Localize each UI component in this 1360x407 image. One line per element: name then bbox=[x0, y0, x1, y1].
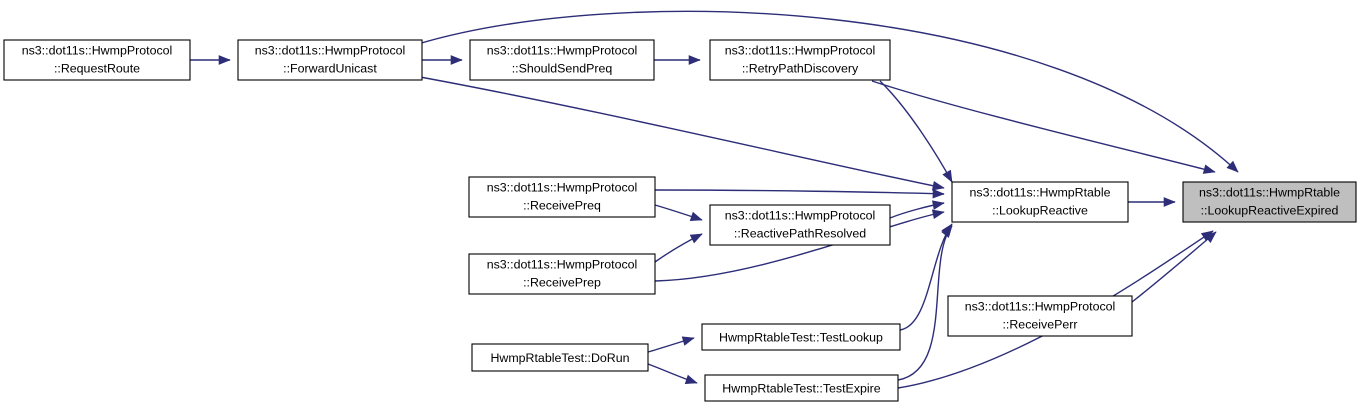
node-label-lookupreactiveexpired-line2: ::LookupReactiveExpired bbox=[1201, 203, 1339, 217]
edge-retrypathdiscovery-to-lookupreactive bbox=[879, 80, 953, 183]
node-label-retrypathdiscovery-line2: ::RetryPathDiscovery bbox=[742, 61, 859, 75]
arrowhead-reactivepathresolved-to-lookupreactive bbox=[932, 200, 945, 210]
node-reactivepathresolved[interactable]: ns3::dot11s::HwmpProtocol::ReactivePathR… bbox=[709, 204, 891, 246]
edge-receiveperr-to-lookupreactiveexpired bbox=[1131, 231, 1217, 303]
node-label-receiveperr-line1: ns3::dot11s::HwmpProtocol bbox=[965, 299, 1116, 313]
node-box-dorun[interactable] bbox=[471, 343, 649, 372]
node-box-reactivepathresolved[interactable] bbox=[709, 204, 891, 246]
arrowhead-receivepreq-to-reactivepathresolved bbox=[689, 211, 703, 222]
node-forwardunicast[interactable]: ns3::dot11s::HwmpProtocol::ForwardUnicas… bbox=[237, 39, 423, 81]
arrowhead-dorun-to-testexpire bbox=[684, 374, 698, 385]
node-label-forwardunicast-line2: ::ForwardUnicast bbox=[283, 61, 377, 75]
node-box-requestroute[interactable] bbox=[3, 39, 191, 81]
node-receiveprep[interactable]: ns3::dot11s::HwmpProtocol::ReceivePrep bbox=[468, 253, 656, 295]
node-testlookup[interactable]: HwmpRtableTest::TestLookup bbox=[701, 323, 901, 351]
arrowhead-testexpire-to-lookupreactive bbox=[941, 225, 953, 238]
edge-receivepreq-to-lookupreactive bbox=[654, 189, 945, 195]
node-label-receiveperr-line2: ::ReceivePerr bbox=[1002, 317, 1077, 331]
node-box-retrypathdiscovery[interactable] bbox=[709, 39, 891, 81]
arrowhead-forwardunicast-to-lookupreactiveexpired bbox=[1226, 160, 1239, 173]
node-label-reactivepathresolved-line1: ns3::dot11s::HwmpProtocol bbox=[725, 208, 876, 222]
node-label-receivepreq-line1: ns3::dot11s::HwmpProtocol bbox=[487, 180, 638, 194]
edge-retrypathdiscovery-to-lookupreactiveexpired bbox=[871, 80, 1216, 173]
arrowhead-retrypathdiscovery-to-lookupreactiveexpired bbox=[1202, 164, 1216, 174]
node-box-shouldsendpreq[interactable] bbox=[469, 39, 655, 81]
node-layer: ns3::dot11s::HwmpProtocol::RequestRouten… bbox=[3, 39, 1357, 402]
node-label-dorun: HwmpRtableTest::DoRun bbox=[490, 351, 629, 365]
node-label-receiveprep-line1: ns3::dot11s::HwmpProtocol bbox=[487, 257, 638, 271]
arrowhead-receivepreq-to-lookupreactive bbox=[932, 188, 945, 199]
node-box-receiveprep[interactable] bbox=[468, 253, 656, 295]
arrowhead-retrypathdiscovery-to-lookupreactive bbox=[942, 169, 953, 183]
edge-layer bbox=[190, 10, 1239, 389]
arrowhead-dorun-to-testlookup bbox=[681, 336, 695, 346]
node-box-receivepreq[interactable] bbox=[468, 176, 656, 218]
node-label-receiveprep-line2: ::ReceivePrep bbox=[523, 275, 601, 289]
arrowhead-forwardunicast-to-lookupreactive bbox=[931, 181, 945, 191]
node-requestroute[interactable]: ns3::dot11s::HwmpProtocol::RequestRoute bbox=[3, 39, 191, 81]
node-receivepreq[interactable]: ns3::dot11s::HwmpProtocol::ReceivePreq bbox=[468, 176, 656, 218]
node-label-receivepreq-line2: ::ReceivePreq bbox=[523, 198, 601, 212]
node-dorun[interactable]: HwmpRtableTest::DoRun bbox=[471, 343, 649, 372]
node-label-lookupreactiveexpired-line1: ns3::dot11s::HwmpRtable bbox=[1199, 185, 1340, 199]
node-shouldsendpreq[interactable]: ns3::dot11s::HwmpProtocol::ShouldSendPre… bbox=[469, 39, 655, 81]
arrowhead-forwardunicast-to-shouldsendpreq bbox=[450, 55, 463, 65]
arrowhead-receiveprep-to-reactivepathresolved bbox=[689, 233, 703, 244]
arrowhead-receiveprep-to-lookupreactive bbox=[931, 209, 945, 219]
node-label-testlookup: HwmpRtableTest::TestLookup bbox=[719, 330, 883, 344]
node-label-shouldsendpreq-line2: ::ShouldSendPreq bbox=[512, 61, 613, 75]
node-box-forwardunicast[interactable] bbox=[237, 39, 423, 81]
edge-testlookup-to-lookupreactive bbox=[899, 223, 953, 331]
edge-receiveprep-to-lookupreactive bbox=[654, 211, 945, 282]
node-box-testexpire[interactable] bbox=[704, 374, 899, 402]
arrowhead-lookupreactive-to-lookupreactiveexpired bbox=[1163, 197, 1176, 207]
node-label-requestroute-line1: ns3::dot11s::HwmpProtocol bbox=[22, 43, 173, 57]
node-label-lookupreactive-line1: ns3::dot11s::HwmpRtable bbox=[970, 185, 1111, 199]
node-label-requestroute-line2: ::RequestRoute bbox=[54, 61, 140, 75]
node-retrypathdiscovery[interactable]: ns3::dot11s::HwmpProtocol::RetryPathDisc… bbox=[709, 39, 891, 81]
node-label-reactivepathresolved-line2: ::ReactivePathResolved bbox=[734, 226, 866, 240]
edge-forwardunicast-to-lookupreactive bbox=[419, 76, 945, 189]
node-testexpire[interactable]: HwmpRtableTest::TestExpire bbox=[704, 374, 899, 402]
node-label-testexpire: HwmpRtableTest::TestExpire bbox=[722, 381, 880, 395]
arrowhead-shouldsendpreq-to-retrypathdiscovery bbox=[688, 55, 701, 65]
node-box-lookupreactiveexpired[interactable] bbox=[1182, 181, 1357, 223]
edge-testexpire-to-lookupreactive bbox=[897, 225, 953, 381]
node-label-retrypathdiscovery-line1: ns3::dot11s::HwmpProtocol bbox=[725, 43, 876, 57]
node-box-testlookup[interactable] bbox=[701, 323, 901, 351]
edge-forwardunicast-to-lookupreactiveexpired bbox=[417, 10, 1239, 173]
arrowhead-requestroute-to-forwardunicast bbox=[218, 55, 231, 65]
node-receiveperr[interactable]: ns3::dot11s::HwmpProtocol::ReceivePerr bbox=[947, 295, 1133, 337]
arrowhead-testexpire-to-lookupreactiveexpired bbox=[1200, 230, 1214, 242]
node-lookupreactive[interactable]: ns3::dot11s::HwmpRtable::LookupReactive bbox=[951, 181, 1129, 223]
node-box-lookupreactive[interactable] bbox=[951, 181, 1129, 223]
node-label-shouldsendpreq-line1: ns3::dot11s::HwmpProtocol bbox=[487, 43, 638, 57]
node-box-receiveperr[interactable] bbox=[947, 295, 1133, 337]
node-label-forwardunicast-line1: ns3::dot11s::HwmpProtocol bbox=[255, 43, 406, 57]
node-lookupreactiveexpired[interactable]: ns3::dot11s::HwmpRtable::LookupReactiveE… bbox=[1182, 181, 1357, 223]
node-label-lookupreactive-line2: ::LookupReactive bbox=[992, 203, 1088, 217]
